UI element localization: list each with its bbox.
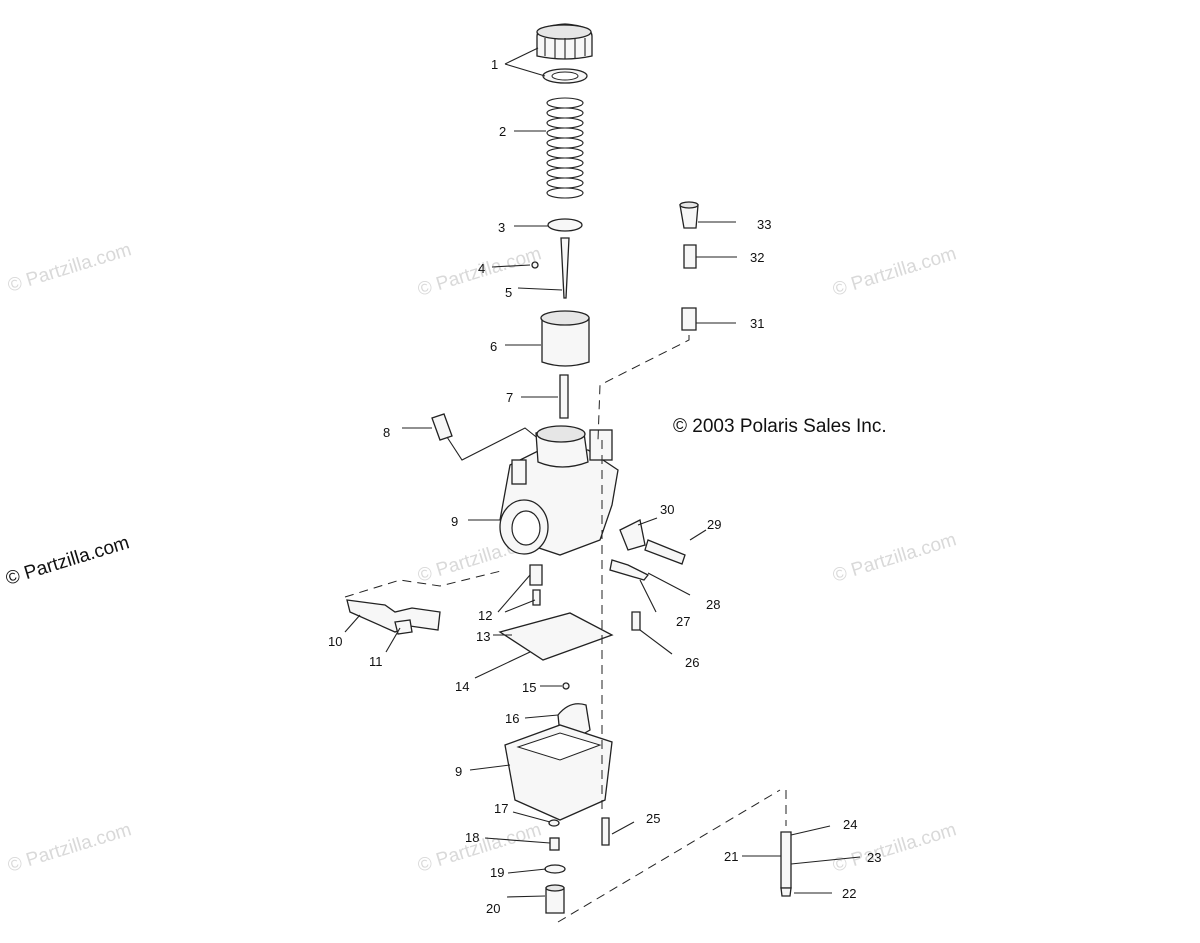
part-9-carburetor-body (499, 425, 619, 556)
callout-32: 32 (750, 250, 764, 265)
callout-16: 16 (505, 711, 519, 726)
leader-lines (344, 47, 861, 898)
callout-24: 24 (843, 817, 857, 832)
callout-29: 29 (707, 517, 721, 532)
part-30-spring (619, 519, 646, 551)
watermark: © Partzilla.com (830, 243, 959, 301)
callout-9-lower: 9 (455, 764, 462, 779)
part-2-spring (546, 97, 584, 199)
part-9-float-bowl (504, 724, 613, 821)
callout-25: 25 (646, 811, 660, 826)
part-6-throttle-slide (540, 310, 590, 367)
callout-10: 10 (328, 634, 342, 649)
part-15-ball (562, 682, 570, 690)
part-10-11-bracket (344, 569, 506, 635)
callout-6: 6 (490, 339, 497, 354)
callout-13: 13 (476, 629, 490, 644)
part-14-gasket (498, 612, 614, 661)
part-1-cap (536, 23, 593, 84)
callout-17: 17 (494, 801, 508, 816)
part-27-28-screw (609, 559, 650, 581)
watermark: © Partzilla.com (415, 819, 544, 877)
callout-15: 15 (522, 680, 536, 695)
part-29-pilot-screw (644, 539, 686, 565)
callouts: 1 2 3 4 5 6 7 8 9 10 11 12 13 14 15 16 9… (328, 57, 881, 916)
callout-1: 1 (491, 57, 498, 72)
callout-19: 19 (490, 865, 504, 880)
callout-11: 11 (369, 654, 383, 669)
callout-20: 20 (486, 901, 500, 916)
watermarks: © Partzilla.com © Partzilla.com © Partzi… (3, 239, 959, 877)
callout-2: 2 (499, 124, 506, 139)
callout-8: 8 (383, 425, 390, 440)
part-12-jets (529, 564, 543, 606)
watermark: © Partzilla.com (5, 239, 134, 297)
part-3-clip-plate (547, 218, 583, 232)
callout-22: 22 (842, 886, 856, 901)
callout-23: 23 (867, 850, 881, 865)
watermark: © Partzilla.com (830, 529, 959, 587)
part-25-screw (601, 817, 610, 846)
callout-14: 14 (455, 679, 469, 694)
part-17-20-drain-stack (544, 819, 566, 914)
watermark: © Partzilla.com (5, 819, 134, 877)
callout-28: 28 (706, 597, 720, 612)
callout-21: 21 (724, 849, 738, 864)
callout-3: 3 (498, 220, 505, 235)
part-31-33-fitting (597, 201, 699, 441)
callout-18: 18 (465, 830, 479, 845)
callout-5: 5 (505, 285, 512, 300)
part-26-screw (631, 611, 641, 631)
callout-31: 31 (750, 316, 764, 331)
callout-9-upper: 9 (451, 514, 458, 529)
part-7-needle-jet (559, 374, 569, 419)
watermark-dark: © Partzilla.com (3, 532, 132, 590)
callout-7: 7 (506, 390, 513, 405)
part-5-jet-needle (560, 237, 570, 299)
copyright-notice: © 2003 Polaris Sales Inc. (673, 416, 887, 437)
callout-30: 30 (660, 502, 674, 517)
callout-26: 26 (685, 655, 699, 670)
part-4-e-clip (531, 261, 539, 269)
callout-4: 4 (478, 261, 485, 276)
callout-27: 27 (676, 614, 690, 629)
part-21-24-drain-tube (557, 789, 792, 923)
callout-12: 12 (478, 608, 492, 623)
callout-33: 33 (757, 217, 771, 232)
part-8-cap (431, 413, 541, 461)
